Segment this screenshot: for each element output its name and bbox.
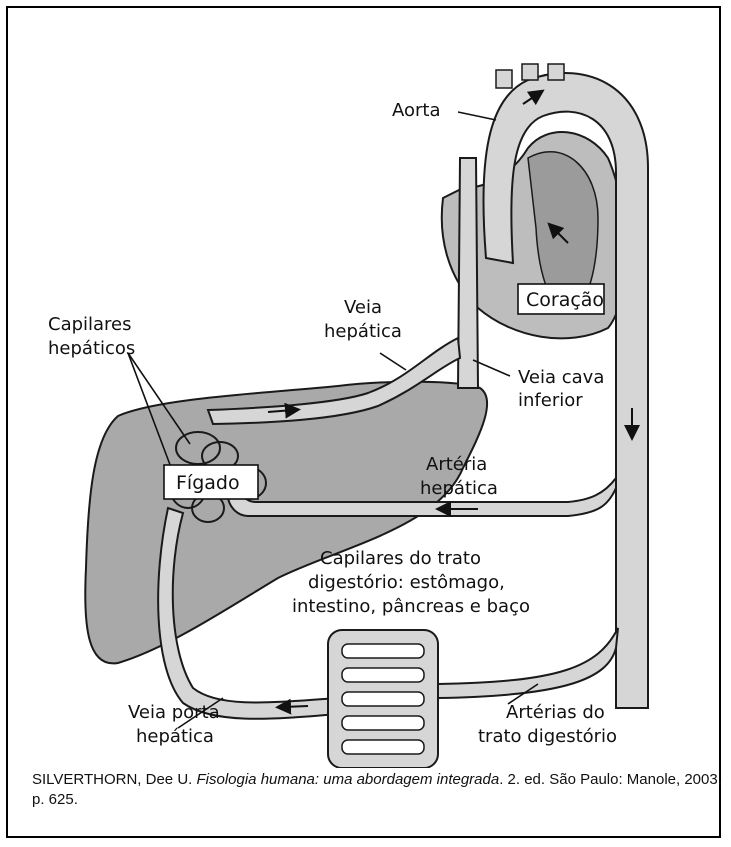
label-digestive-arteries-1: Artérias do — [506, 702, 605, 723]
label-hepatic-capillaries-1: Capilares — [48, 314, 132, 335]
digestive-arteries — [438, 628, 618, 698]
label-digestive-capillaries-1: Capilares do trato — [320, 548, 481, 569]
label-ivc-1: Veia cava — [518, 367, 604, 388]
label-heart: Coração — [526, 289, 604, 311]
label-aorta: Aorta — [392, 100, 441, 121]
label-hepatic-vein-1: Veia — [344, 297, 382, 318]
figure-frame: Aorta Coração Veia hepática Capilares he… — [6, 6, 721, 838]
label-digestive-arteries-2: trato digestório — [478, 726, 617, 747]
hepatic-circulation-diagram: Aorta Coração Veia hepática Capilares he… — [8, 8, 723, 768]
label-portal-vein-1: Veia porta — [128, 702, 220, 723]
label-hepatic-artery-2: hepática — [420, 478, 498, 499]
inferior-vena-cava — [458, 158, 478, 388]
label-ivc-2: inferior — [518, 390, 583, 411]
label-hepatic-vein-2: hepática — [324, 321, 402, 342]
label-portal-vein-2: hepática — [136, 726, 214, 747]
figure-caption: SILVERTHORN, Dee U. Fisologia humana: um… — [32, 770, 722, 810]
label-hepatic-capillaries-2: hepáticos — [48, 338, 135, 359]
caption-title: Fisologia humana: uma abordagem integrad… — [197, 771, 500, 788]
label-digestive-capillaries-2: digestório: estômago, — [308, 572, 505, 593]
label-digestive-capillaries-3: intestino, pâncreas e baço — [292, 596, 530, 617]
liver — [85, 382, 487, 664]
label-liver: Fígado — [176, 472, 240, 494]
label-hepatic-artery-1: Artéria — [426, 454, 487, 475]
caption-author: SILVERTHORN, Dee U. — [32, 771, 197, 788]
digestive-capillaries — [328, 630, 438, 768]
